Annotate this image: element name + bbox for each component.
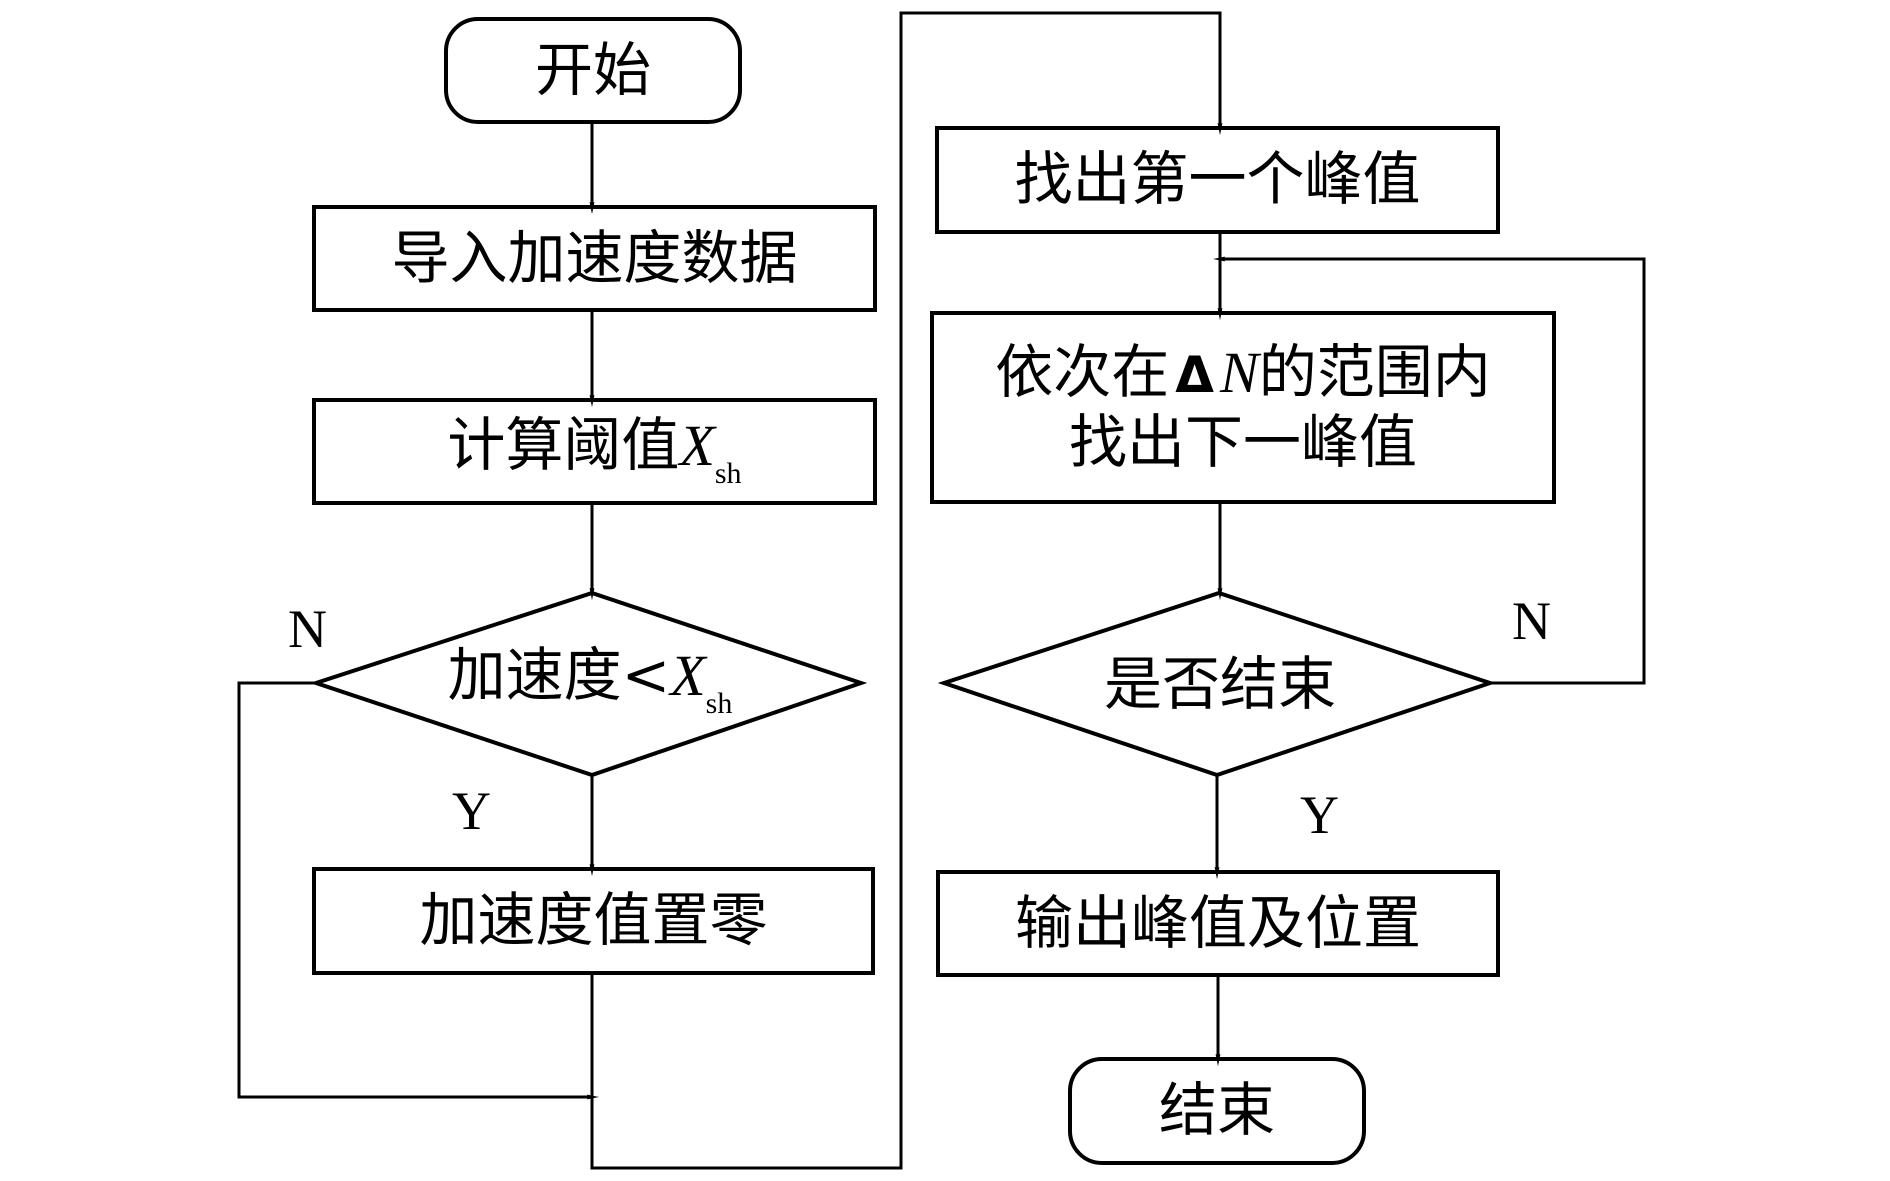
find-next-peak-line1-prefix: 依次在 (995, 337, 1170, 406)
set-zero-label: 加速度值置零 (314, 869, 873, 973)
edge-decision-no-loop (237, 681, 600, 1100)
output-peaks-label: 输出峰值及位置 (938, 872, 1498, 975)
find-next-peak-line1-suffix: 的范围内 (1258, 337, 1491, 406)
set-zero-text: 加速度值置零 (419, 886, 768, 955)
threshold-yes-label: Y (452, 781, 491, 841)
find-next-peak-box (930, 311, 1556, 504)
threshold-decision-variable: X (670, 643, 706, 708)
end-decision-no-label: N (1512, 591, 1551, 651)
find-first-peak-box (935, 126, 1500, 234)
threshold-decision-label: 加速度<Xsh (330, 630, 850, 733)
calc-threshold-text: 计算阈值 (447, 411, 680, 479)
threshold-decision-subscript: sh (705, 687, 733, 720)
threshold-variable: X (679, 413, 715, 478)
import-data-text: 导入加速度数据 (391, 223, 798, 292)
range-variable: N (1220, 339, 1259, 405)
calc-threshold-label: 计算阈值Xsh (314, 400, 875, 503)
import-data-label: 导入加速度数据 (314, 207, 875, 310)
threshold-no-label: N (288, 599, 327, 659)
start-text: 开始 (534, 35, 651, 104)
import-data-box (312, 205, 877, 312)
threshold-decision-text: 加速度< (447, 641, 671, 709)
end-decision-yes-label: Y (1300, 785, 1339, 845)
end-decision-label: 是否结束 (1040, 640, 1400, 730)
delta-symbol: Δ (1175, 345, 1214, 404)
calc-threshold-box (312, 398, 877, 505)
edge-zero-to-first-peak (590, 11, 1223, 1170)
end-text: 结束 (1158, 1076, 1275, 1145)
start-label: 开始 (446, 19, 740, 122)
end-label: 结束 (1070, 1059, 1364, 1163)
edge-end-decision-no-loop (1212, 256, 1646, 685)
threshold-subscript: sh (714, 457, 742, 490)
end-decision-text: 是否结束 (1103, 650, 1336, 719)
find-first-peak-text: 找出第一个峰值 (1014, 145, 1421, 214)
find-next-peak-line2: 找出下一峰值 (1068, 407, 1417, 476)
find-first-peak-label: 找出第一个峰值 (937, 128, 1498, 232)
output-peaks-text: 输出峰值及位置 (1014, 888, 1421, 957)
